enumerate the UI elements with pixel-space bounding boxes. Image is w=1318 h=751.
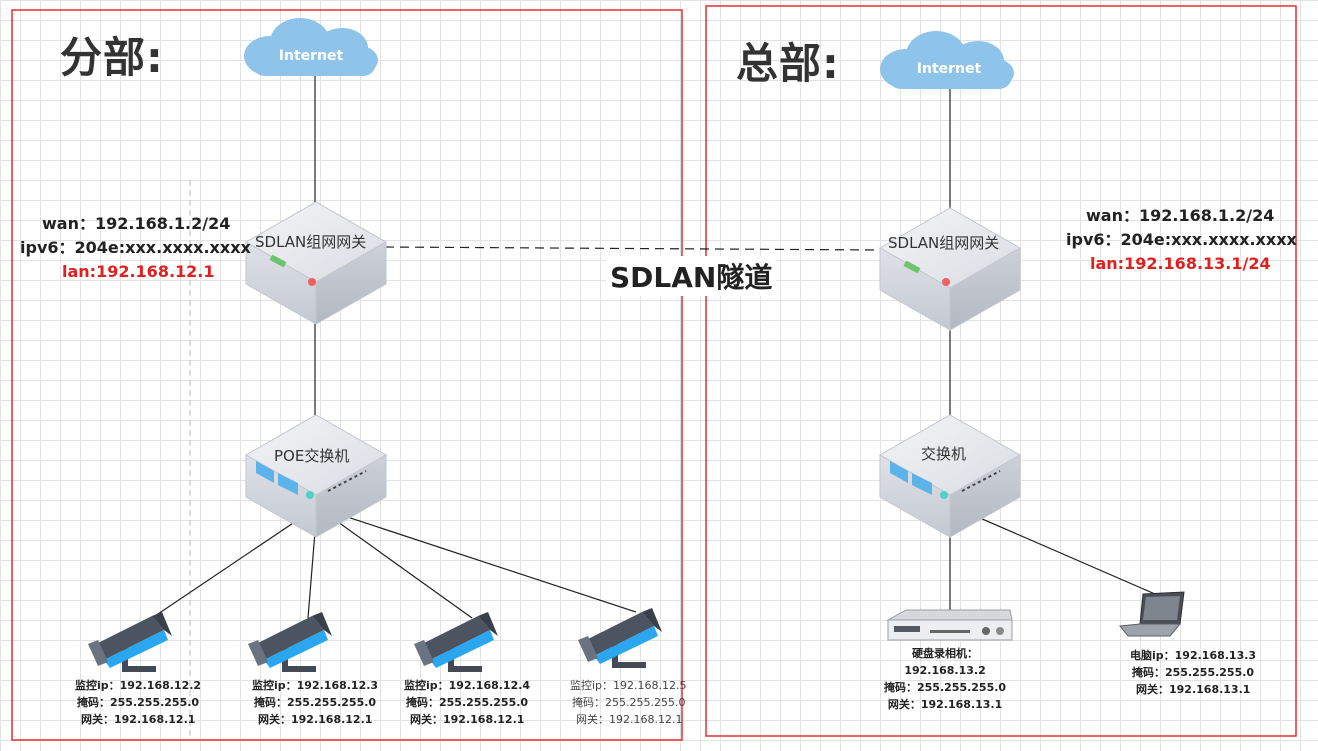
- branch-title: 分部:: [60, 33, 164, 82]
- hq-ipv6: ipv6：204e:xxx.xxxx.xxxx: [1066, 230, 1297, 249]
- pc-mask: 掩码：255.255.255.0: [1132, 666, 1255, 679]
- cam-link-1: [151, 506, 318, 619]
- nvr-mask: 掩码：255.255.255.0: [884, 681, 1007, 694]
- camera-mask: 掩码：255.255.255.0: [77, 696, 200, 709]
- nvr-ip: 192.168.13.2: [904, 664, 986, 677]
- pc-ip: 电脑ip：192.168.13.3: [1130, 649, 1257, 662]
- branch-internet-label: Internet: [279, 48, 344, 64]
- camera-info-4: 监控ip：192.168.12.5 掩码：255.255.255.0 网关：19…: [570, 677, 687, 728]
- branch-switch-label: POE交换机: [274, 447, 350, 465]
- camera-mask: 掩码：255.255.255.0: [254, 696, 377, 709]
- branch-wan: wan：192.168.1.2/24: [42, 214, 231, 233]
- hq-internet-cloud-icon: Internet: [880, 31, 1014, 89]
- laptop-icon: [1119, 591, 1185, 637]
- camera-gateway: 网关：192.168.12.1: [81, 713, 196, 726]
- cam-link-4: [316, 506, 637, 613]
- branch-gateway-label: SDLAN组网网关: [255, 233, 367, 251]
- camera-ip: 监控ip：192.168.12.4: [404, 679, 531, 692]
- camera-info-1: 监控ip：192.168.12.2 掩码：255.255.255.0 网关：19…: [75, 677, 201, 728]
- hq-switch-label: 交换机: [921, 445, 967, 463]
- camera-ip: 监控ip：192.168.12.5: [570, 679, 687, 692]
- hq-internet-label: Internet: [917, 61, 982, 77]
- hq-region-border: [705, 5, 1297, 737]
- branch-poe-switch-icon: [245, 414, 387, 538]
- branch-gateway-device-icon: [245, 201, 387, 325]
- branch-region-border: [11, 9, 683, 741]
- pc-gateway: 网关：192.168.13.1: [1136, 683, 1251, 696]
- branch-lan: lan:192.168.12.1: [62, 262, 215, 281]
- camera-icon-4: [578, 608, 662, 668]
- camera-gateway: 网关：192.168.12.1: [258, 713, 373, 726]
- camera-icon-3: [414, 612, 498, 672]
- camera-mask: 掩码：255.255.255.0: [572, 696, 686, 709]
- sdlan-tunnel-label: SDLAN隧道: [606, 256, 777, 296]
- hq-title: 总部:: [736, 39, 840, 88]
- branch-gateway-info: wan：192.168.1.2/24 ipv6：204e:xxx.xxxx.xx…: [20, 212, 251, 284]
- hq-gateway-label: SDLAN组网网关: [888, 234, 1000, 252]
- nvr-device-icon: [886, 609, 1013, 641]
- camera-icon-1: [88, 612, 172, 672]
- hq-wan: wan：192.168.1.2/24: [1086, 206, 1275, 225]
- hq-gateway-info: wan：192.168.1.2/24 ipv6：204e:xxx.xxxx.xx…: [1066, 204, 1297, 276]
- branch-ipv6: ipv6：204e:xxx.xxxx.xxxx: [20, 238, 251, 257]
- camera-gateway: 网关：192.168.12.1: [410, 713, 525, 726]
- hq-gateway-device-icon: [879, 207, 1021, 331]
- nvr-name: 硬盘录相机：: [912, 647, 979, 660]
- branch-internet-cloud-icon: Internet: [244, 18, 378, 76]
- camera-icon-2: [248, 612, 332, 672]
- nvr-info: 硬盘录相机： 192.168.13.2 掩码：255.255.255.0 网关：…: [884, 645, 1006, 713]
- camera-gateway: 网关：192.168.12.1: [576, 713, 683, 726]
- camera-ip: 监控ip：192.168.12.3: [252, 679, 379, 692]
- nvr-gateway: 网关：192.168.13.1: [887, 698, 1003, 711]
- pc-link: [949, 504, 1156, 595]
- camera-info-2: 监控ip：192.168.12.3 掩码：255.255.255.0 网关：19…: [252, 677, 378, 728]
- hq-lan: lan:192.168.13.1/24: [1090, 254, 1271, 273]
- sdlan-tunnel-line: [384, 246, 881, 251]
- cam-link-3: [316, 506, 473, 619]
- camera-mask: 掩码：255.255.255.0: [406, 696, 529, 709]
- camera-ip: 监控ip：192.168.12.2: [75, 679, 202, 692]
- pc-info: 电脑ip：192.168.13.3 掩码：255.255.255.0 网关：19…: [1130, 647, 1256, 698]
- hq-switch-icon: [879, 414, 1021, 538]
- camera-info-3: 监控ip：192.168.12.4 掩码：255.255.255.0 网关：19…: [404, 677, 530, 728]
